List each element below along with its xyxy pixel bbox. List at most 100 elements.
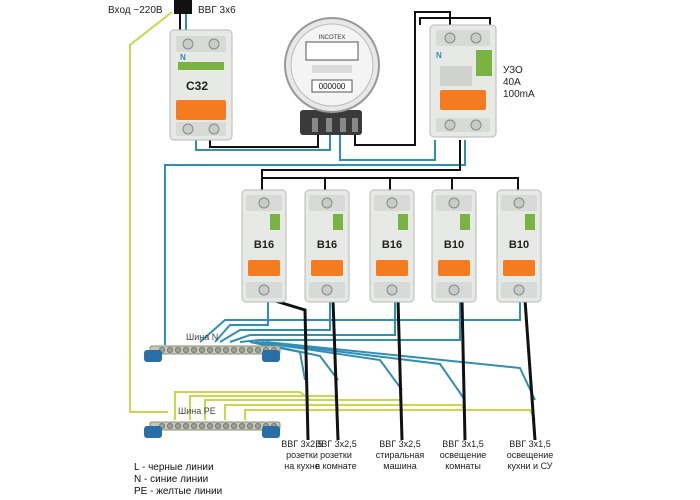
bus-insulator-icon [262,350,280,362]
bus-screw-icon [167,347,173,353]
group-breakers: B16 B16 B16 B10 B10 [241,189,542,303]
terminal-screw-icon [182,123,194,135]
main-breaker-rating: C32 [186,79,208,93]
input-cable-label: ВВГ 3х6 [198,5,236,16]
breaker-rating: B10 [509,239,529,251]
circuit-purpose-line2: машина [383,461,416,471]
terminal-screw-icon [386,197,398,209]
circuit-purpose-line2: на кухне [284,461,320,471]
breaker-handle-icon [438,260,470,276]
rcd: N [429,24,497,138]
circuit-purpose-line1: розетки [286,450,318,460]
bus-screw-icon [191,423,197,429]
brand-strip [476,50,492,76]
circuit-cable: ВВГ 3х2,5 [379,439,420,449]
bus-screw-icon [207,347,213,353]
terminal-screw-icon [444,119,456,131]
n-wires [164,12,536,401]
terminal-screw-icon [258,197,270,209]
breaker-4: B10 [431,189,477,303]
main-neutral-mark: N [180,53,186,62]
bus-screw-icon [183,347,189,353]
rcd-handle-icon [440,90,486,110]
circuit-purpose-line1: освещение [507,450,554,460]
circuit-purpose-line2: кухни и СУ [508,461,553,471]
breaker-3: B16 [369,189,415,303]
bus-screw-icon [191,347,197,353]
breaker-5: B10 [496,189,542,303]
pe-wires [129,11,536,421]
bus-screw-icon [183,423,189,429]
breaker-2: B16 [304,189,350,303]
circuit-cable: ВВГ 3х2,5 [281,439,322,449]
bus-screw-icon [239,423,245,429]
terminal-screw-icon [258,284,270,296]
bus-screw-icon [247,347,253,353]
breaker-handle-icon [311,260,343,276]
meter-display [311,79,353,93]
terminal-screw-icon [444,32,456,44]
bus-insulator-icon [144,426,162,438]
electricity-meter: INCOTEX 000000 [284,17,380,135]
breaker-1: B16 [241,189,287,303]
terminal-screw-icon [448,197,460,209]
input-label: Вход ~220В [108,5,163,16]
brand-strip [398,214,408,230]
bus-screw-icon [215,423,221,429]
bus-insulator-icon [262,426,280,438]
brand-strip [460,214,470,230]
terminal-screw-icon [208,123,220,135]
bus-screw-icon [255,423,261,429]
terminal-screw-icon [448,284,460,296]
breaker-handle-icon [176,100,226,120]
brand-strip [270,214,280,230]
meter-brand: INCOTEX [319,35,346,41]
bus-screw-icon [199,347,205,353]
bus-screw-icon [239,347,245,353]
terminal-screw-icon [321,197,333,209]
bus-pe-label: Шина PE [178,406,216,416]
breaker-rating: B16 [382,239,402,251]
meter-reading: 000000 [319,82,346,91]
breaker-handle-icon [503,260,535,276]
bus-screw-icon [255,347,261,353]
circuit-purpose-line1: стиральная [376,450,425,460]
bus-screw-icon [215,347,221,353]
bus-screw-icon [207,423,213,429]
brand-strip [178,62,224,70]
brand-strip [525,214,535,230]
circuit-l-wires [271,298,537,441]
rcd-sensitivity: 100mA [503,89,535,100]
legend-item-pe: PE - желтые линии [134,486,222,497]
circuit-purpose-line1: освещение [440,450,487,460]
rcd-current: 40А [503,77,521,88]
input-cable-stub [174,0,192,14]
legend-item-l: L - черные линии [134,462,214,473]
rcd-neutral-mark: N [436,51,442,60]
breaker-rating: B16 [254,239,274,251]
circuit-purpose-line2: в комнате [315,461,356,471]
bus-n-label: Шина N [186,332,218,342]
main-circuit-breaker: N C32 [169,29,233,141]
brand-strip [333,214,343,230]
circuit-purpose-line1: розетки [320,450,352,460]
terminal-screw-icon [513,284,525,296]
bus-screw-icon [199,423,205,429]
bus-pe-screws [159,423,277,429]
bus-screw-icon [231,347,237,353]
bus-n-screws [159,347,277,353]
legend-item-n: N - синие линии [134,474,208,485]
bus-screw-icon [223,347,229,353]
breaker-handle-icon [376,260,408,276]
terminal-screw-icon [513,197,525,209]
circuit-cable: ВВГ 3х1,5 [442,439,483,449]
terminal-screw-icon [470,32,482,44]
terminal-screw-icon [470,119,482,131]
terminal-screw-icon [182,38,194,50]
